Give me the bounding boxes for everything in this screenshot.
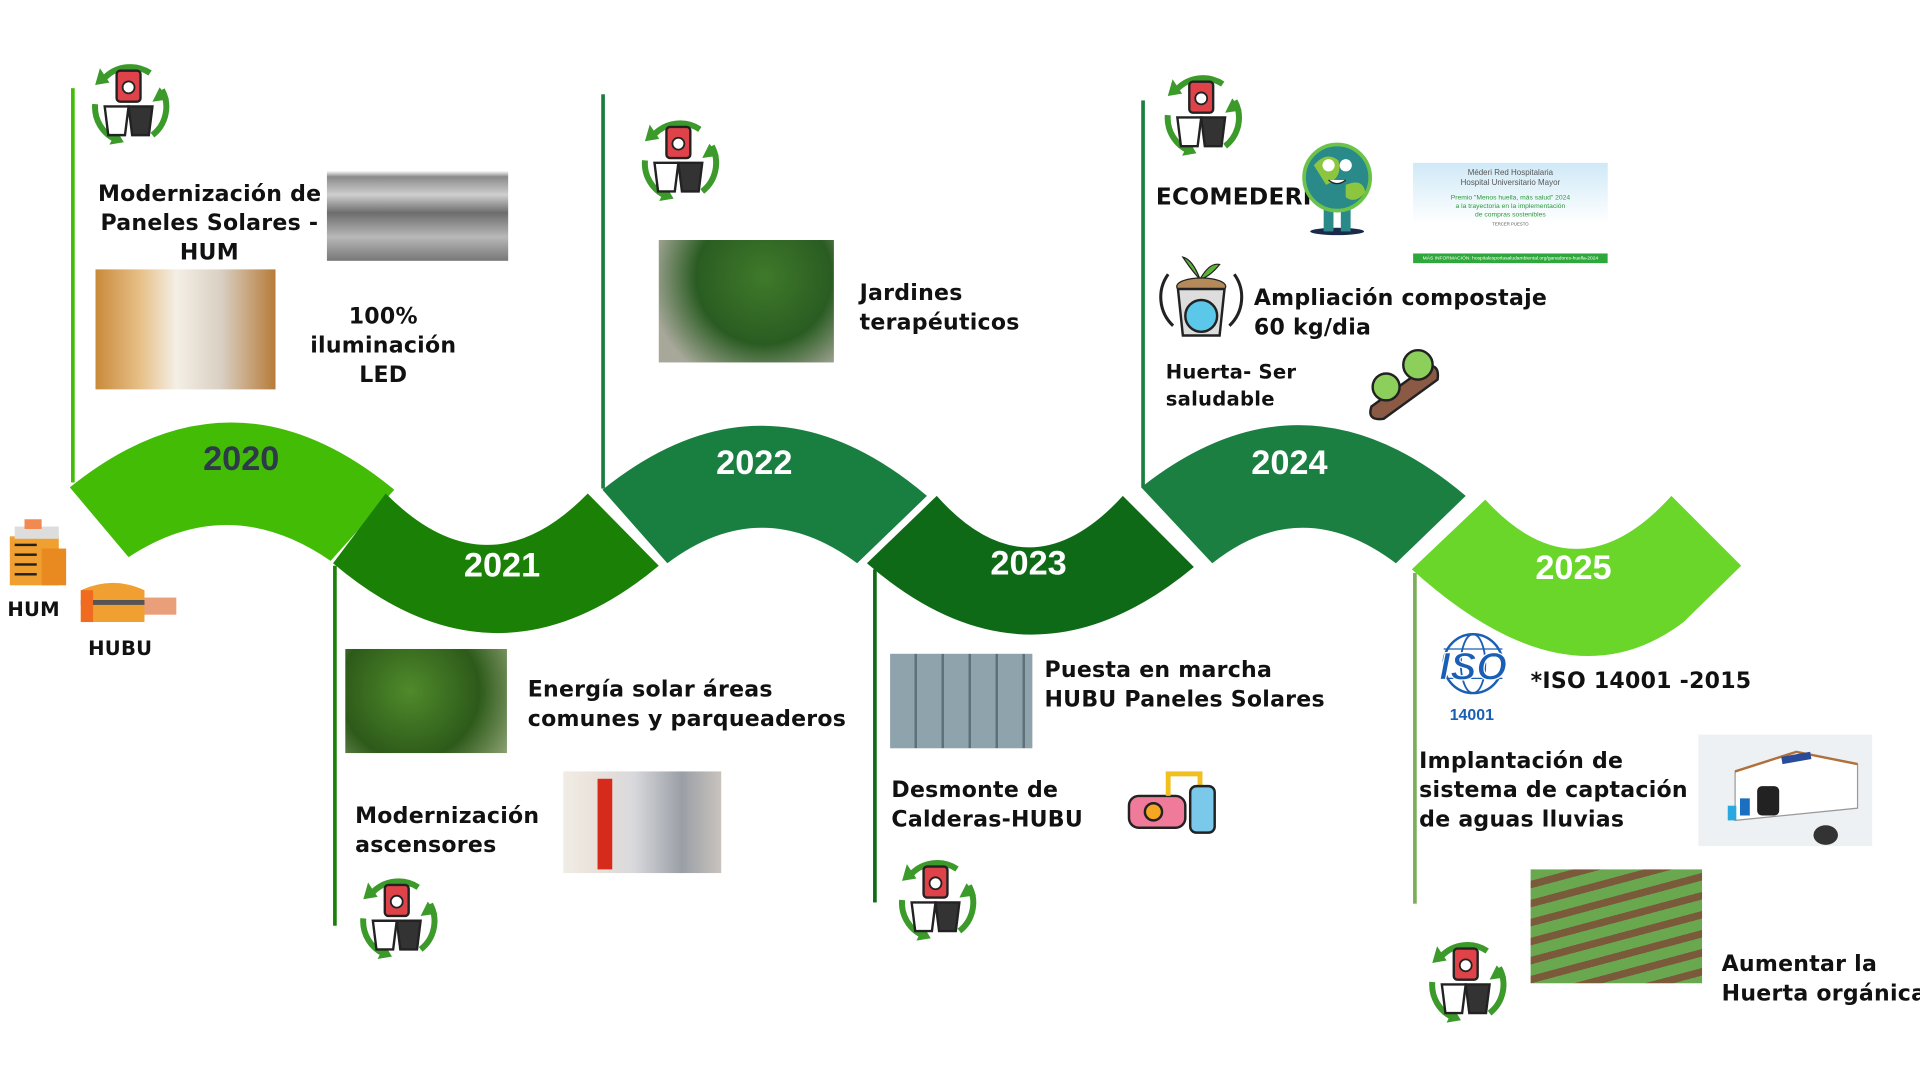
line: Calderas-HUBU — [891, 806, 1084, 833]
text-ecomederi: ECOMEDERI — [1155, 183, 1312, 211]
line: Modernización — [355, 803, 540, 829]
line: saludable — [1165, 386, 1275, 411]
award-line: Hospital Universitario Mayor — [1460, 178, 1561, 188]
iso-globe-icon — [1442, 633, 1504, 695]
year-2020: 2020 — [203, 439, 280, 478]
boiler-icon — [1127, 771, 1216, 834]
line: Paneles Solares - — [100, 210, 319, 237]
label-hubu: HUBU — [88, 636, 153, 661]
line: terapéuticos — [859, 309, 1020, 336]
line: Puesta en marcha — [1044, 657, 1273, 684]
year-2024: 2024 — [1251, 443, 1328, 482]
line: Jardines — [859, 280, 963, 307]
earth-mascot-icon — [1302, 142, 1373, 236]
line: LED — [359, 362, 408, 389]
award-line: Premio "Menos huella, más salud" 2024 — [1450, 194, 1571, 203]
line: Aumentar la — [1721, 951, 1878, 978]
text-ascensores: Modernización ascensores — [355, 802, 539, 861]
lettuce-garden-icon — [1369, 348, 1440, 421]
award-line: TERCER PUESTO — [1492, 221, 1529, 227]
photo-therapeutic-gardens — [658, 240, 834, 363]
timeline-line-2021 — [333, 565, 337, 926]
line: Huerta orgánica — [1721, 980, 1920, 1007]
year-2023: 2023 — [990, 543, 1067, 582]
line: Desmonte de — [891, 777, 1059, 804]
recycle-bins-icon — [81, 56, 177, 152]
ribbon-segment-2024 — [1141, 425, 1466, 564]
timeline-line-2025 — [1413, 573, 1417, 904]
timeline-line-2024 — [1141, 100, 1145, 488]
photo-led-lobby — [95, 269, 276, 390]
year-2025: 2025 — [1535, 548, 1612, 587]
line: iluminación — [310, 333, 457, 359]
timeline-line-2023 — [873, 569, 877, 903]
line: de aguas lluvias — [1419, 806, 1625, 833]
timeline-line-2022 — [601, 94, 605, 489]
line: Implantación de — [1419, 748, 1624, 774]
photo-solar-panels-roof — [326, 140, 509, 261]
line: HUBU Paneles Solares — [1044, 686, 1325, 713]
label-hum: HUM — [7, 597, 60, 621]
text-paneles-solares-hum: Modernización de Paneles Solares - HUM — [98, 180, 321, 268]
line: sistema de captación — [1419, 777, 1688, 804]
line: Modernización de — [97, 181, 322, 207]
timeline-line-2020 — [71, 88, 75, 483]
photo-organic-garden — [1530, 869, 1703, 984]
recycle-bins-icon — [1418, 934, 1514, 1030]
line: Huerta- Ser — [1165, 360, 1297, 384]
line: 60 kg/dia — [1253, 314, 1372, 341]
photo-solar-common-areas — [345, 648, 507, 754]
award-line: de compras sostenibles — [1475, 211, 1546, 220]
line: HUM — [179, 240, 239, 266]
line: Ampliación compostaje — [1253, 285, 1548, 312]
rainwater-system-diagram — [1698, 734, 1873, 847]
ribbon-segment-2021 — [333, 493, 659, 634]
elevator-number-decor — [597, 778, 613, 870]
photo-elevators — [563, 771, 722, 874]
text-energia-solar: Energía solar áreas comunes y parqueadero… — [528, 676, 846, 735]
compost-icon — [1159, 256, 1244, 337]
recycle-bins-icon — [631, 113, 727, 209]
iso-logo-number: 14001 — [1449, 705, 1494, 724]
year-2022: 2022 — [716, 443, 793, 482]
award-line: a la trayectoria en la implementación — [1455, 203, 1566, 211]
year-2021: 2021 — [463, 546, 541, 585]
line: 100% — [348, 303, 418, 330]
iso-logo-text: ISO — [1439, 643, 1508, 689]
hum-building-icon — [9, 519, 67, 586]
ribbon-segment-2023 — [866, 495, 1194, 635]
house-diagram-icon — [1727, 750, 1859, 845]
photo-hubu-solar-panels — [890, 653, 1033, 749]
line: ascensores — [355, 832, 497, 859]
ribbon-segment-2025 — [1411, 495, 1742, 656]
recycle-bins-icon — [349, 871, 445, 967]
award-line: Méderi Red Hospitalaria — [1467, 168, 1554, 178]
line: Energía solar áreas — [527, 677, 773, 703]
ribbon-segment-2020 — [69, 422, 395, 561]
recycle-bins-icon — [888, 852, 984, 948]
text-iso-14001: *ISO 14001 -2015 — [1530, 668, 1752, 695]
line: comunes y parqueaderos — [527, 706, 847, 733]
hubu-building-icon — [80, 582, 177, 623]
recycle-bins-icon — [1153, 67, 1249, 163]
award-card-menos-huella: Méderi Red Hospitalaria Hospital Univers… — [1413, 162, 1608, 264]
ribbon-segment-2022 — [602, 425, 927, 564]
award-footer: MÁS INFORMACIÓN: hospitalesporlasaludamb… — [1413, 253, 1608, 264]
